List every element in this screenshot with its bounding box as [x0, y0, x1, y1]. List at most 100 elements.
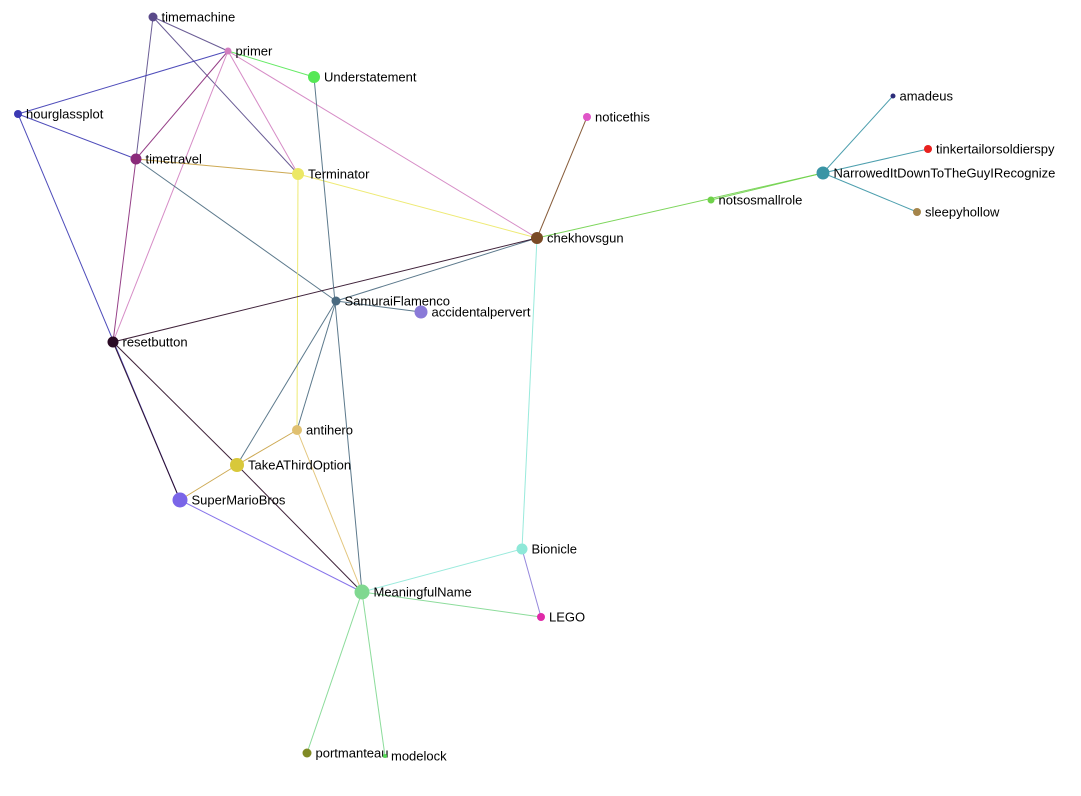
node-circle[interactable] [913, 208, 921, 216]
edge-timemachine-Terminator [152, 16, 299, 175]
node-circle[interactable] [148, 12, 158, 22]
edge-Bionicle-LEGO [521, 548, 542, 618]
node-circle[interactable] [230, 458, 244, 472]
edge-resetbutton-chekhovsgun [112, 237, 538, 343]
node-sleepyhollow[interactable]: sleepyhollow [913, 204, 1000, 219]
edge-antihero-TakeAThirdOption [236, 429, 298, 466]
node-label: timetravel [146, 151, 202, 166]
edge-chekhovsgun-SamuraiFlamenco [335, 237, 538, 302]
edge-hourglassplot-timetravel [17, 113, 137, 160]
node-Bionicle[interactable]: Bionicle [516, 541, 578, 556]
edge-antihero-MeaningfulName [296, 429, 363, 593]
edge-primer-chekhovsgun [227, 50, 538, 239]
node-label: tinkertailorsoldierspy [936, 141, 1055, 156]
node-circle[interactable] [414, 305, 428, 319]
edge-primer-hourglassplot [17, 50, 229, 115]
node-tinkertailorsoldierspy[interactable]: tinkertailorsoldierspy [924, 141, 1055, 156]
node-Understatement[interactable]: Understatement [308, 69, 417, 84]
node-LEGO[interactable]: LEGO [537, 609, 585, 624]
node-timemachine[interactable]: timemachine [148, 9, 236, 24]
node-label: Bionicle [532, 541, 578, 556]
node-NarrowedItDownToTheGuyIRecognize[interactable]: NarrowedItDownToTheGuyIRecognize [816, 165, 1056, 180]
node-circle[interactable] [531, 232, 543, 244]
edge-tinkertailorsoldierspy-NarrowedItDownToTheGuyIRecognize [822, 148, 929, 174]
node-circle[interactable] [537, 613, 545, 621]
edge-Bionicle-MeaningfulName [361, 548, 523, 593]
graph-edges [17, 16, 929, 757]
node-circle[interactable] [516, 543, 528, 555]
node-primer[interactable]: primer [224, 43, 274, 58]
node-chekhovsgun[interactable]: chekhovsgun [531, 230, 624, 245]
edge-primer-timetravel [135, 50, 229, 160]
node-circle[interactable] [354, 584, 370, 600]
node-label: modelock [391, 748, 447, 763]
node-label: LEGO [549, 609, 585, 624]
edge-Terminator-chekhovsgun [297, 173, 538, 239]
node-SamuraiFlamenco[interactable]: SamuraiFlamenco [331, 293, 451, 308]
node-label: NarrowedItDownToTheGuyIRecognize [834, 165, 1056, 180]
node-label: amadeus [900, 88, 954, 103]
edge-TakeAThirdOption-MeaningfulName [236, 464, 363, 593]
edge-timetravel-resetbutton [112, 158, 137, 343]
node-MeaningfulName[interactable]: MeaningfulName [354, 584, 472, 600]
edge-timetravel-SamuraiFlamenco [135, 158, 337, 302]
node-circle[interactable] [383, 754, 387, 758]
node-label: antihero [306, 422, 353, 437]
node-circle[interactable] [14, 110, 22, 118]
node-circle[interactable] [224, 47, 232, 55]
node-circle[interactable] [816, 166, 830, 180]
node-hourglassplot[interactable]: hourglassplot [14, 106, 104, 121]
node-circle[interactable] [130, 153, 142, 165]
edge-timetravel-Terminator [135, 158, 299, 175]
edge-timemachine-primer [152, 16, 229, 52]
node-circle[interactable] [292, 425, 302, 435]
node-label: resetbutton [123, 334, 188, 349]
edge-noticethis-chekhovsgun [536, 116, 588, 239]
node-label: hourglassplot [26, 106, 104, 121]
node-label: SamuraiFlamenco [345, 293, 451, 308]
edge-SamuraiFlamenco-antihero [296, 300, 337, 431]
edge-MeaningfulName-portmanteau [306, 591, 363, 754]
edge-Terminator-antihero [296, 173, 299, 431]
node-circle[interactable] [890, 93, 896, 99]
node-label: Understatement [324, 69, 417, 84]
node-circle[interactable] [707, 196, 715, 204]
node-amadeus[interactable]: amadeus [890, 88, 954, 103]
node-notsosmallrole[interactable]: notsosmallrole [707, 192, 803, 207]
edge-chekhovsgun-Bionicle [521, 237, 538, 550]
node-label: SuperMarioBros [192, 492, 286, 507]
edge-resetbutton-SuperMarioBros [112, 341, 181, 501]
node-circle[interactable] [583, 113, 591, 121]
node-label: accidentalpervert [432, 304, 531, 319]
node-circle[interactable] [331, 296, 341, 306]
node-timetravel[interactable]: timetravel [130, 151, 202, 166]
node-accidentalpervert[interactable]: accidentalpervert [414, 304, 531, 319]
edge-primer-Understatement [227, 50, 315, 78]
edge-MeaningfulName-modelock [361, 591, 386, 757]
node-circle[interactable] [107, 336, 119, 348]
node-label: portmanteau [316, 745, 389, 760]
node-modelock[interactable]: modelock [383, 748, 447, 763]
edge-MeaningfulName-LEGO [361, 591, 542, 618]
node-antihero[interactable]: antihero [292, 422, 353, 437]
node-Terminator[interactable]: Terminator [292, 166, 370, 181]
node-circle[interactable] [172, 492, 188, 508]
node-circle[interactable] [292, 168, 304, 180]
node-portmanteau[interactable]: portmanteau [302, 745, 389, 760]
node-label: notsosmallrole [719, 192, 803, 207]
node-noticethis[interactable]: noticethis [583, 109, 650, 124]
edge-sleepyhollow-NarrowedItDownToTheGuyIRecognize [822, 172, 918, 213]
node-circle[interactable] [308, 71, 320, 83]
edge-primer-Terminator [227, 50, 299, 175]
edge-timemachine-timetravel [135, 16, 154, 160]
node-SuperMarioBros[interactable]: SuperMarioBros [172, 492, 286, 508]
node-label: TakeAThirdOption [248, 457, 351, 472]
edge-amadeus-NarrowedItDownToTheGuyIRecognize [822, 95, 894, 174]
node-TakeAThirdOption[interactable]: TakeAThirdOption [230, 457, 351, 472]
node-resetbutton[interactable]: resetbutton [107, 334, 188, 349]
edge-SamuraiFlamenco-TakeAThirdOption [236, 300, 337, 466]
node-circle[interactable] [302, 748, 312, 758]
node-circle[interactable] [924, 145, 932, 153]
